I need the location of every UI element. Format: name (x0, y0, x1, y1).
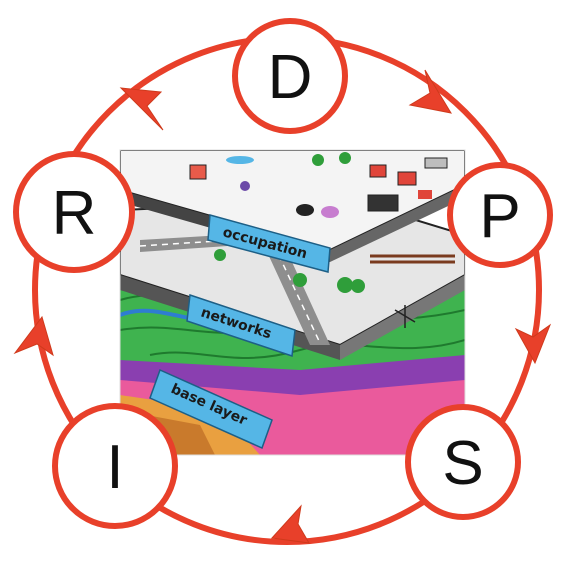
node-p: P (447, 162, 553, 268)
arrow-p-to-s (514, 323, 552, 365)
arrow-d-to-p (408, 69, 453, 114)
node-r: R (13, 151, 135, 273)
node-r-label: R (52, 179, 97, 248)
node-i-label: I (106, 433, 123, 502)
layered-landscape-illustration: occupation networks base layer (120, 150, 465, 455)
arrow-i-to-r (13, 315, 54, 357)
node-s-label: S (442, 429, 483, 498)
node-d: D (232, 18, 348, 134)
node-p-label: P (479, 182, 520, 251)
cycle-arrows (13, 69, 552, 544)
node-i: I (52, 403, 178, 529)
node-s: S (405, 404, 521, 520)
arrow-s-to-i (270, 504, 310, 544)
arrow-r-to-d (119, 87, 164, 131)
illustration-frame (119, 149, 466, 456)
node-d-label: D (268, 43, 313, 112)
